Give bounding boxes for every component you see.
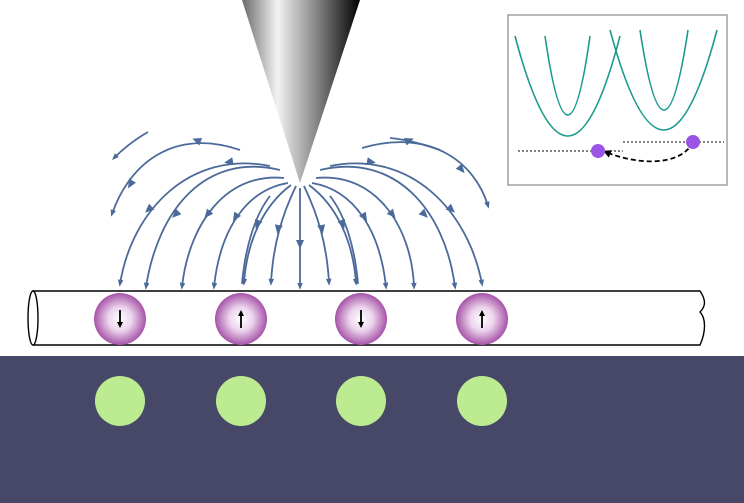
field-arrowhead (274, 224, 283, 234)
field-line-icon (315, 176, 417, 290)
field-arrowhead (296, 240, 304, 249)
well-left-outer (514, 35, 621, 137)
field-arrowhead (455, 163, 465, 174)
field-line-icon (329, 195, 359, 285)
spin-atoms (94, 293, 508, 345)
field-arrowhead (418, 208, 428, 218)
transition-arrow (603, 141, 694, 163)
field-arrowhead (403, 137, 414, 146)
field-line-icon (361, 141, 490, 209)
field-line-icon (319, 165, 458, 290)
field-arrowhead (386, 208, 396, 219)
field-arrowhead (172, 208, 182, 218)
inset-frame (507, 14, 728, 186)
substrate-dots (95, 376, 507, 426)
field-arrowhead (337, 218, 346, 229)
field-arrowhead (254, 218, 263, 229)
stray-field-lines (110, 131, 490, 290)
field-line-icon (389, 137, 441, 151)
field-line-icon (143, 165, 281, 290)
well-right-inner (639, 29, 689, 111)
well-left-inner (544, 35, 591, 116)
substrate-dot (216, 376, 266, 426)
state-marker (686, 135, 700, 149)
field-line-icon (329, 162, 484, 287)
field-arrowhead (224, 157, 234, 166)
field-arrowhead (232, 211, 242, 222)
field-line-icon (112, 131, 149, 160)
state-marker (591, 144, 605, 158)
field-line-icon (110, 142, 241, 217)
well-right-outer (609, 29, 718, 131)
substrate-dot (95, 376, 145, 426)
field-arrowhead (204, 208, 214, 219)
field-arrowhead (445, 203, 455, 213)
field-arrowhead (128, 178, 136, 189)
double-well-icon (507, 14, 728, 186)
field-arrowhead (358, 211, 368, 222)
stm-tip-icon (242, 0, 360, 183)
field-line-icon (117, 162, 271, 287)
field-arrowhead (192, 137, 203, 146)
substrate-dot (336, 376, 386, 426)
field-arrowhead (317, 224, 326, 234)
field-arrowhead (366, 157, 376, 166)
field-line-icon (241, 195, 271, 285)
field-arrowhead (145, 203, 155, 213)
substrate-dot (457, 376, 507, 426)
field-line-icon (179, 176, 285, 290)
